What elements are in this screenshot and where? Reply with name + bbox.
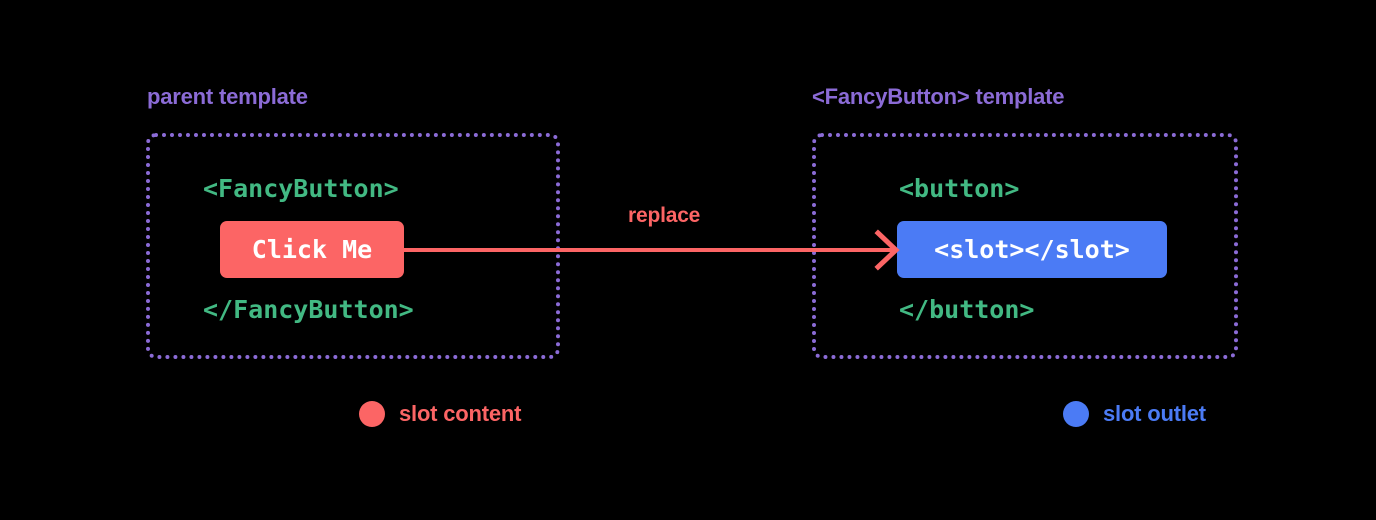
fancybutton-template-label: <FancyButton> template xyxy=(812,84,1065,109)
slot-outlet-chip: <slot></slot> xyxy=(897,221,1167,278)
legend-item-slot-outlet: slot outlet xyxy=(1063,401,1206,427)
legend-item-slot-content: slot content xyxy=(359,401,521,427)
legend-label-slot-outlet: slot outlet xyxy=(1103,401,1206,426)
slot-content-dot-icon xyxy=(359,401,385,427)
slot-content-chip: Click Me xyxy=(220,221,404,278)
fancybutton-template-panel xyxy=(812,133,1238,359)
replace-arrow-icon xyxy=(404,229,900,271)
arrow-label-replace: replace xyxy=(628,204,701,227)
code-line-open-button: <button> xyxy=(899,174,1020,203)
slot-outlet-dot-icon xyxy=(1063,401,1089,427)
code-line-open-fancybutton: <FancyButton> xyxy=(203,174,399,203)
parent-template-label: parent template xyxy=(147,84,308,109)
parent-template-panel xyxy=(146,133,560,359)
legend-label-slot-content: slot content xyxy=(399,401,522,426)
code-line-close-fancybutton: </FancyButton> xyxy=(203,295,414,324)
code-line-close-button: </button> xyxy=(899,295,1035,324)
